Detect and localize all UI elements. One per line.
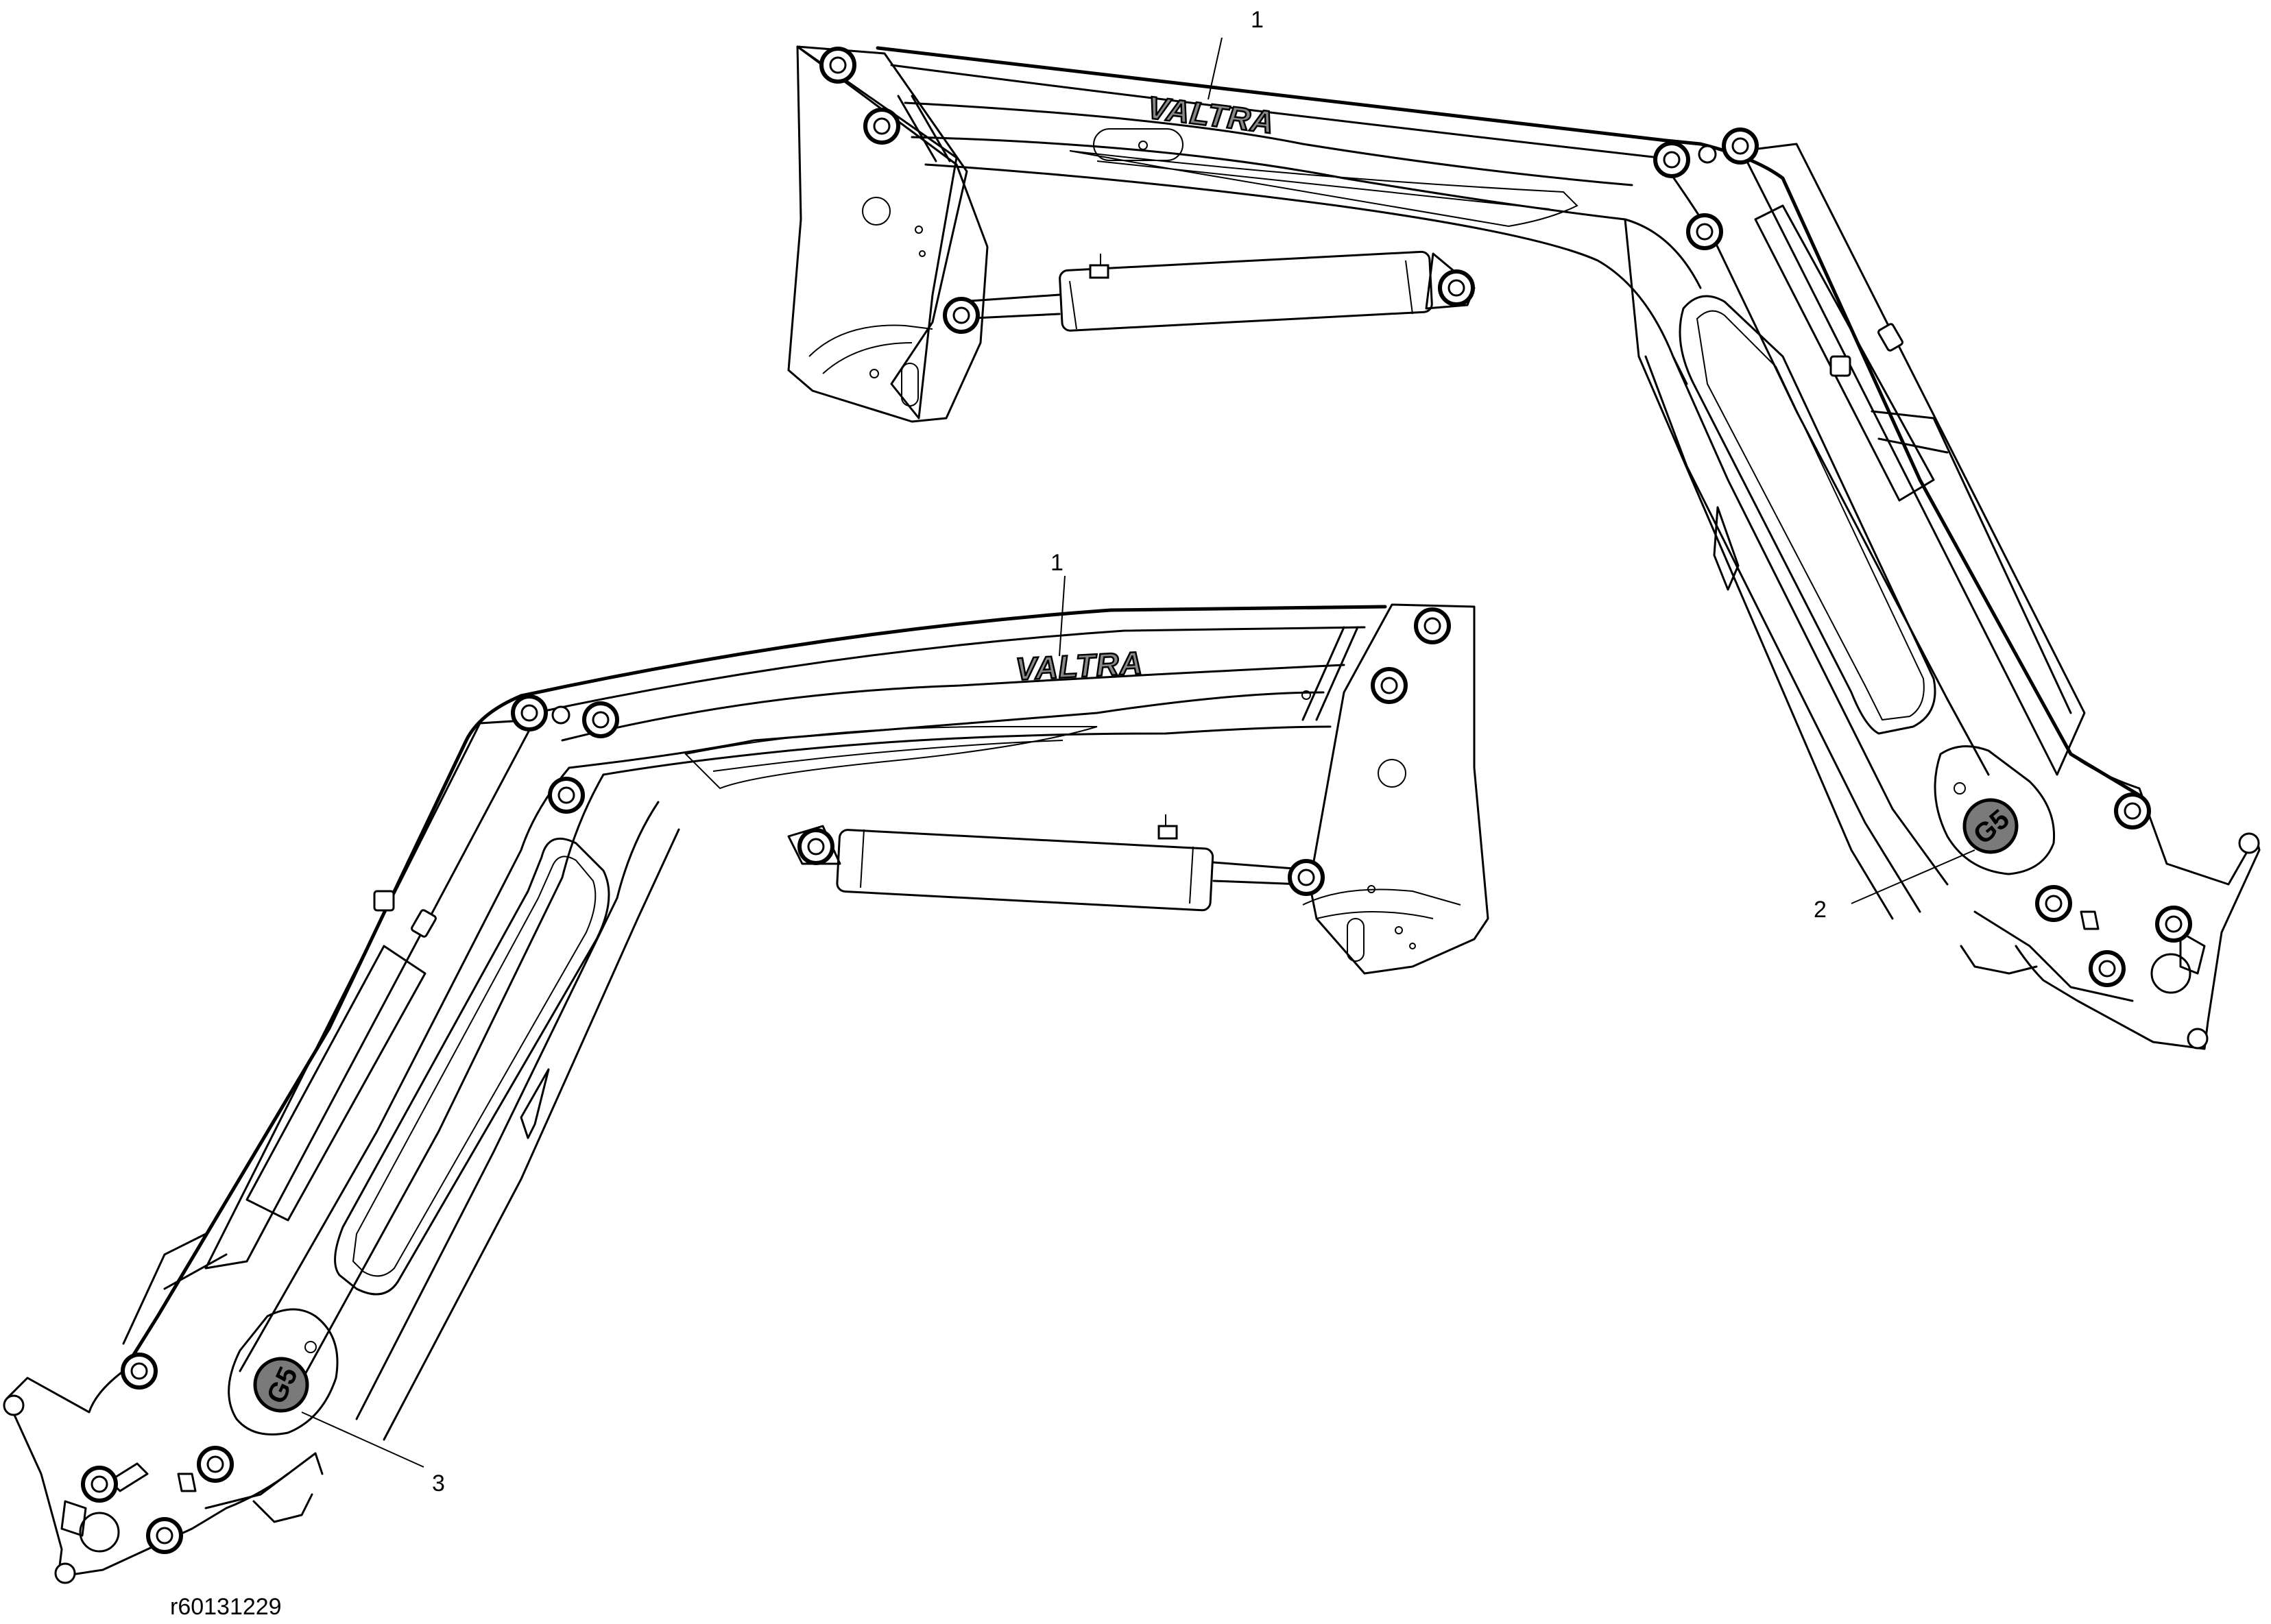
pin-group-lower [81, 607, 1451, 1554]
callout-3: 3 [432, 1470, 445, 1496]
valtra-logo-upper: VALTRA [1146, 89, 1277, 140]
pin-group-upper [819, 47, 2192, 987]
callout-1-upper: 1 [1251, 7, 1264, 33]
g5-badge-lower: G5 [228, 1308, 339, 1435]
callout-1-lower: 1 [1050, 550, 1064, 576]
g5-badge-upper: G5 [1934, 745, 2056, 875]
figure-id: r60131229 [170, 1594, 282, 1620]
valtra-logo-lower: VALTRA [1015, 644, 1144, 687]
callout-2: 2 [1814, 897, 1827, 923]
callouts: 1 1 2 3 [301, 7, 1975, 1496]
lower-loader-arm: VALTRA G5 [3, 603, 1489, 1584]
